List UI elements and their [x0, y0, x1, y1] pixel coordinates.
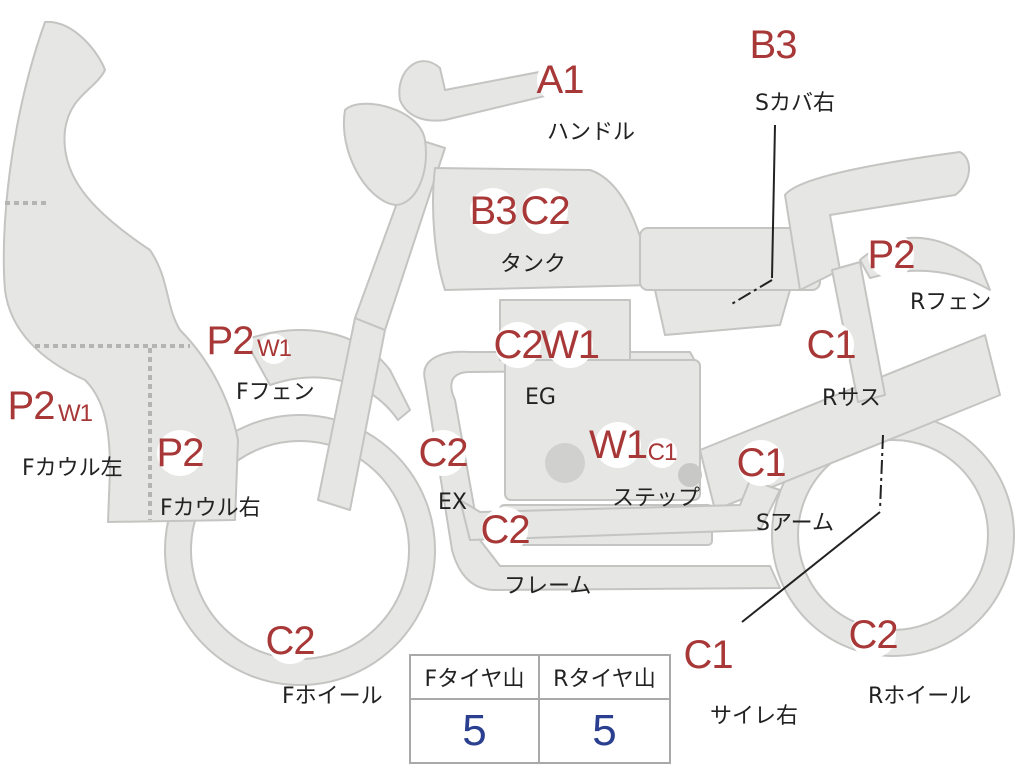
grade-badge: C2: [520, 188, 571, 234]
side-cover-shape: [654, 289, 791, 336]
tire-tread-table: Fタイヤ山 Rタイヤ山 5 5: [409, 654, 671, 764]
grade-badge: C1: [647, 438, 677, 468]
grade-badge: P2: [867, 232, 915, 278]
part-label: Rホイール: [868, 684, 972, 709]
grade-badge: W1: [541, 322, 600, 368]
part-label: EX: [438, 490, 467, 515]
grade-badge: P2: [156, 430, 204, 476]
grade-badge: B3: [469, 188, 517, 234]
grade-badge: W1: [257, 334, 292, 364]
part-label: サイレ右: [710, 704, 799, 729]
grade-badge: W1: [589, 422, 648, 468]
front-tire-header: Fタイヤ山: [411, 656, 540, 700]
part-label: Fカウル左: [22, 456, 123, 481]
front-cowl-shape: [2, 20, 239, 523]
part-label: Sカバ右: [755, 91, 835, 116]
grade-badge: C2: [493, 322, 544, 368]
part-label: EG: [525, 385, 556, 410]
part-label: ステップ: [612, 486, 701, 511]
grade-badge: C1: [736, 440, 787, 486]
grade-badge: W1: [58, 399, 93, 429]
part-label: ハンドル: [547, 120, 636, 145]
grade-badge: C2: [848, 612, 899, 658]
rear-tire-value: 5: [592, 706, 617, 755]
part-label: Rフェン: [910, 290, 992, 315]
part-label: フレーム: [504, 574, 592, 599]
part-label: Fホイール: [282, 684, 383, 709]
cowl-dotted-lines: [5, 201, 190, 520]
seat-shape: [784, 151, 970, 291]
grade-badge: C2: [480, 507, 531, 553]
grade-badge: A1: [536, 57, 584, 103]
grade-badge: C2: [418, 430, 469, 476]
part-label: Fフェン: [236, 380, 315, 405]
part-label: タンク: [500, 252, 567, 277]
grade-badge: C2: [265, 618, 316, 664]
grade-badge: P2: [7, 383, 55, 429]
handlebar-shape: [398, 60, 571, 122]
part-label: Sアーム: [756, 511, 834, 536]
frame-shape: [423, 350, 781, 591]
headlight-shape: [342, 102, 427, 206]
front-tire-value: 5: [411, 700, 540, 762]
grade-badge: P2: [206, 318, 254, 364]
rear-tire-header: Rタイヤ山: [540, 656, 669, 700]
grade-badge: C1: [683, 632, 734, 678]
part-label: Fカウル右: [160, 496, 261, 521]
grade-badge: B3: [749, 22, 797, 68]
leader-lines: [729, 124, 884, 623]
grade-badge: C1: [806, 322, 857, 368]
front-wheel-shape: [164, 414, 436, 686]
part-label: Rサス: [822, 386, 881, 411]
